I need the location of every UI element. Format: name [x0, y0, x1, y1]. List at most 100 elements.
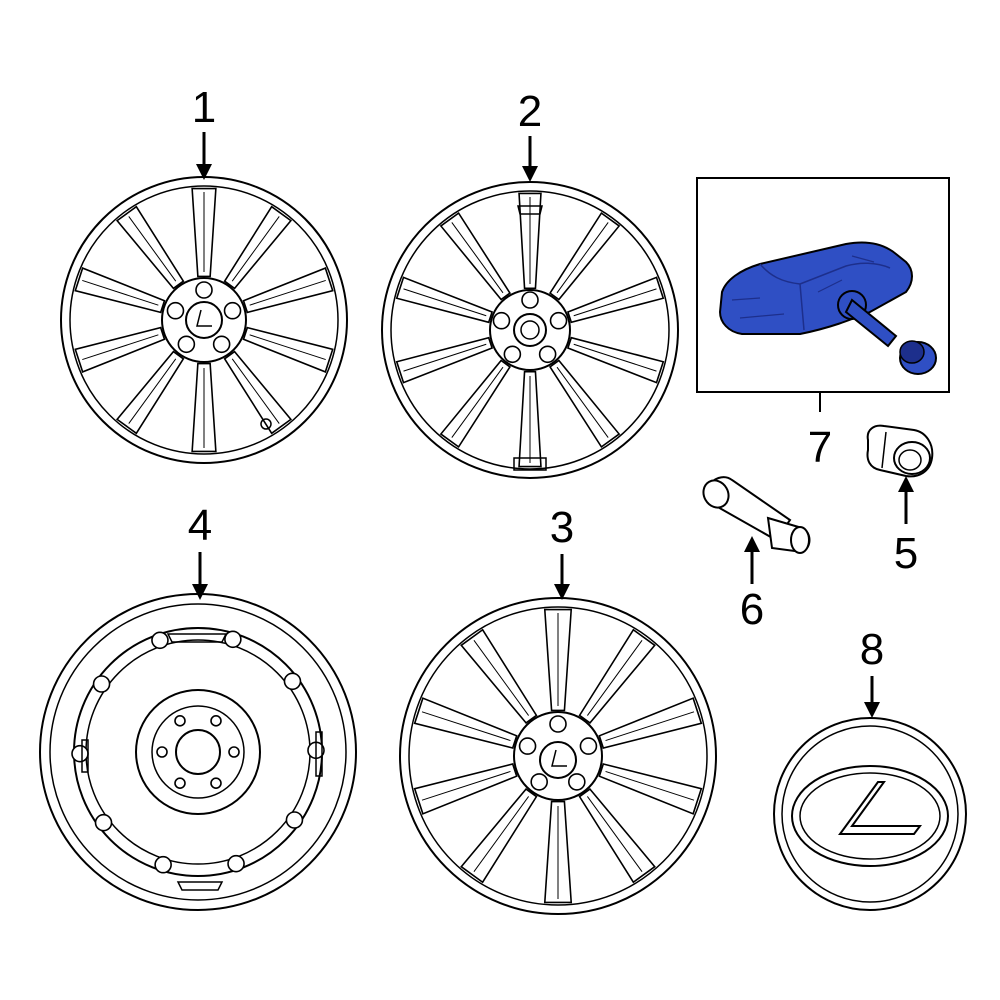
hole	[210, 715, 222, 727]
spoke	[548, 211, 621, 301]
spoke	[460, 628, 538, 725]
spoke-crease	[403, 343, 487, 372]
spoke	[242, 326, 334, 373]
spoke	[395, 276, 494, 324]
callout-7: 7	[808, 423, 832, 472]
part-2-wheel[interactable]: 2	[381, 87, 679, 479]
wheel-3-rim	[399, 597, 717, 915]
hole	[518, 737, 537, 755]
spoke	[395, 336, 494, 384]
spoke	[543, 800, 573, 904]
callout-2: 2	[518, 87, 542, 136]
spoke-crease	[605, 711, 695, 742]
hole	[223, 301, 242, 320]
spoke	[518, 192, 542, 290]
spoke	[413, 763, 518, 815]
hole	[538, 345, 557, 364]
spoke-crease	[473, 640, 530, 716]
spoke-crease	[231, 216, 280, 282]
part-3-wheel[interactable]: 3	[399, 503, 717, 915]
hole	[228, 746, 240, 758]
spoke-crease	[605, 770, 695, 801]
callout-6: 6	[740, 585, 764, 634]
center-cap-icon	[773, 717, 967, 911]
wheel-4-rim	[39, 593, 357, 911]
spoke	[115, 205, 185, 290]
spoke	[242, 267, 334, 314]
spoke	[439, 211, 512, 301]
hole	[549, 311, 568, 330]
hole	[195, 281, 213, 299]
spoke	[518, 370, 542, 468]
spoke-crease	[556, 366, 609, 438]
hole	[549, 715, 567, 733]
callout-3: 3	[550, 503, 574, 552]
spoke-crease	[231, 358, 280, 424]
spoke-crease	[421, 770, 511, 801]
hole	[212, 335, 231, 354]
hole	[174, 715, 186, 727]
lexus-l-logo	[838, 781, 922, 835]
spoke-crease	[249, 279, 326, 306]
hole	[568, 773, 586, 791]
callout-5: 5	[894, 529, 918, 578]
spoke	[223, 205, 293, 290]
spoke-crease	[573, 343, 657, 372]
spoke-crease	[128, 358, 177, 424]
wheel-1-spokes	[74, 187, 334, 453]
spoke-crease	[473, 796, 530, 872]
wheel-2-center-bore	[513, 313, 547, 347]
part-4-spare-wheel[interactable]: 4	[39, 501, 357, 911]
spoke-crease	[421, 711, 511, 742]
spoke	[115, 350, 185, 435]
callout-4: 4	[188, 501, 212, 550]
part-5-valve-cap[interactable]: 5	[866, 424, 934, 578]
callout-8: 8	[860, 625, 884, 674]
hole	[166, 301, 185, 320]
wheel-1-rim	[60, 176, 348, 464]
hole	[227, 854, 245, 873]
spoke	[439, 359, 512, 449]
wheel-1-lug-holes	[166, 281, 242, 354]
part-7-tpms-sensor[interactable]: 7	[696, 177, 950, 472]
spoke-crease	[573, 288, 657, 317]
hole	[174, 777, 186, 789]
spoke-crease	[128, 216, 177, 282]
part-8-center-cap[interactable]: 8	[773, 625, 967, 911]
hole	[503, 345, 522, 364]
hole	[210, 777, 222, 789]
hole	[579, 737, 598, 755]
spoke-crease	[82, 334, 159, 361]
hole	[521, 291, 539, 309]
hole	[154, 855, 172, 874]
hole	[156, 746, 168, 758]
spoke-crease	[556, 222, 609, 294]
spoke	[460, 787, 538, 884]
hole	[151, 631, 169, 650]
wheel-3-lug-holes	[518, 715, 598, 791]
spoke	[74, 267, 166, 314]
hole	[492, 311, 511, 330]
hole	[283, 672, 302, 691]
hole	[177, 335, 196, 354]
spoke	[566, 276, 665, 324]
spoke	[413, 697, 518, 749]
spoke	[548, 359, 621, 449]
hole	[285, 811, 304, 829]
spoke	[566, 336, 665, 384]
part-6-valve-stem[interactable]: 6	[699, 476, 811, 634]
spoke-crease	[403, 288, 487, 317]
part-1-wheel[interactable]: 1	[60, 83, 348, 464]
hole	[71, 744, 89, 763]
spoke	[191, 362, 217, 453]
spoke-crease	[586, 796, 643, 872]
hole	[530, 773, 548, 791]
spoke	[598, 763, 703, 815]
wheel-3-emblem	[539, 741, 577, 779]
spoke	[578, 628, 656, 725]
spoke	[578, 787, 656, 884]
spoke-crease	[586, 640, 643, 716]
wheel-4-lug-holes	[156, 715, 240, 789]
spoke-crease	[249, 334, 326, 361]
